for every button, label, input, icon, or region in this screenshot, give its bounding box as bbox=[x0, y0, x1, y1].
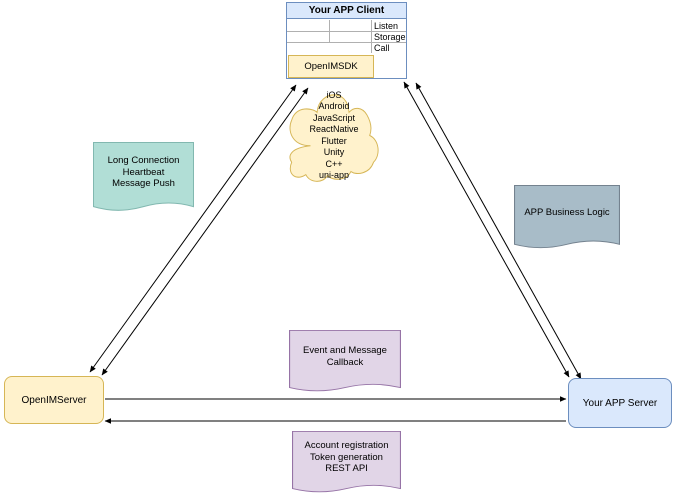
client-divider-line bbox=[329, 20, 330, 42]
client-divider-line bbox=[287, 42, 406, 43]
platform-item: iOS bbox=[326, 89, 342, 100]
client-divider-line bbox=[371, 20, 372, 53]
platform-item: ReactNative bbox=[309, 124, 359, 134]
document-shape bbox=[289, 330, 401, 392]
platform-item: Flutter bbox=[321, 135, 347, 146]
platform-item: C++ bbox=[325, 158, 343, 169]
platform-item: uni-app bbox=[318, 170, 350, 180]
note-text: Long Connection Heartbeat Message Push bbox=[107, 155, 180, 190]
your-app-server-box: Your APP Server bbox=[568, 378, 672, 428]
arrow-openimserver-client-1 bbox=[89, 84, 297, 373]
platform-item: JavaScript bbox=[312, 112, 356, 123]
openimserver-box: OpenIMServer bbox=[4, 376, 104, 424]
client-row-call: Call bbox=[374, 43, 390, 53]
note-app-business-logic: APP Business Logic bbox=[514, 185, 620, 252]
client-row-listen: Listen bbox=[374, 21, 399, 31]
sdk-platforms-cloud: iOS Android JavaScript ReactNative Flutt… bbox=[287, 84, 381, 187]
cloud-platform-list: iOS Android JavaScript ReactNative Flutt… bbox=[287, 84, 381, 187]
client-divider-line bbox=[287, 31, 406, 32]
note-text: Event and Message Callback bbox=[303, 345, 387, 368]
app-client-box: Your APP Client Listen Storage Call Open… bbox=[286, 2, 407, 79]
note-text: APP Business Logic bbox=[524, 206, 610, 218]
arrow-openimserver-client-2 bbox=[101, 87, 309, 376]
document-shape bbox=[292, 431, 401, 493]
note-text: Account registration Token generation RE… bbox=[304, 440, 389, 475]
platform-item: Android bbox=[318, 101, 350, 111]
arrow-client-appserver-2 bbox=[415, 82, 582, 380]
note-rest-api: Account registration Token generation RE… bbox=[292, 431, 401, 496]
note-event-callback: Event and Message Callback bbox=[289, 330, 401, 395]
client-row-storage: Storage bbox=[374, 32, 406, 42]
app-client-title: Your APP Client bbox=[287, 3, 406, 19]
platform-item: Unity bbox=[323, 147, 345, 157]
openimsdk-box: OpenIMSDK bbox=[288, 55, 374, 78]
note-long-connection: Long Connection Heartbeat Message Push bbox=[93, 142, 194, 215]
